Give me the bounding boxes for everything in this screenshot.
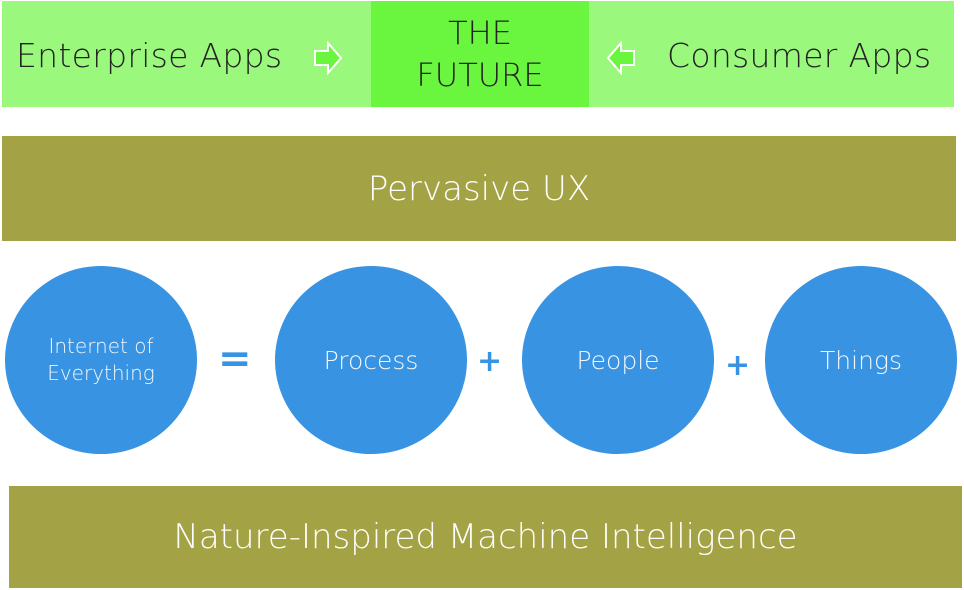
the-future-box: THE FUTURE bbox=[371, 1, 589, 107]
plus-sign: + bbox=[725, 348, 751, 383]
plus-sign: + bbox=[477, 344, 503, 379]
machine-intelligence-band: Nature-Inspired Machine Intelligence bbox=[9, 486, 962, 588]
pervasive-ux-band: Pervasive UX bbox=[2, 136, 956, 241]
equals-sign: = bbox=[218, 336, 252, 382]
arrow-left-icon bbox=[607, 41, 635, 75]
internet-of-everything-circle: Internet of Everything bbox=[5, 266, 197, 454]
consumer-apps-label: Consumer Apps bbox=[667, 36, 932, 75]
things-label: Things bbox=[820, 345, 902, 375]
internet-of-everything-label: Internet of Everything bbox=[47, 334, 155, 385]
people-circle: People bbox=[522, 266, 714, 454]
process-label: Process bbox=[323, 345, 419, 375]
things-circle: Things bbox=[765, 266, 957, 454]
the-future-line1: THE bbox=[448, 14, 512, 52]
process-circle: Process bbox=[275, 266, 467, 454]
the-future-line2: FUTURE bbox=[416, 56, 544, 94]
people-label: People bbox=[576, 345, 660, 375]
arrow-right-icon bbox=[314, 41, 342, 75]
enterprise-apps-label: Enterprise Apps bbox=[16, 36, 283, 75]
